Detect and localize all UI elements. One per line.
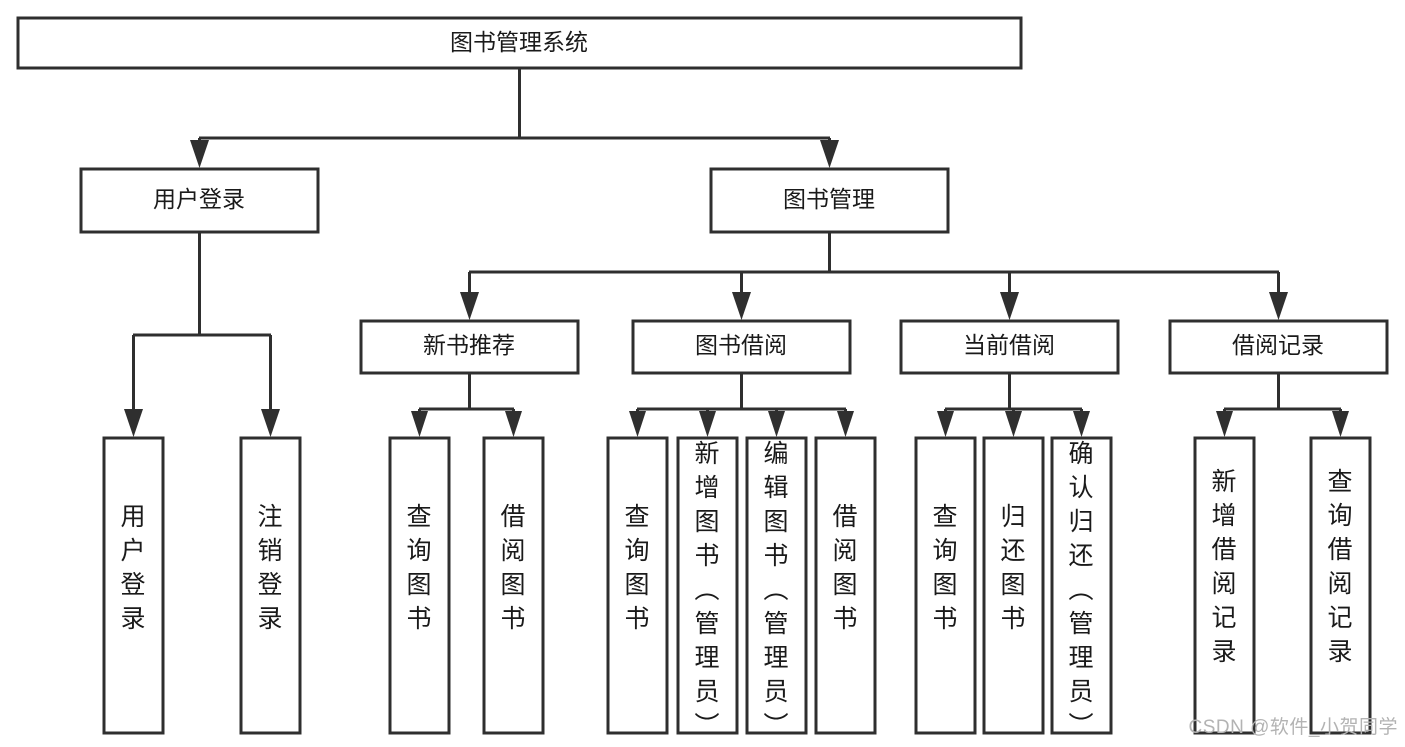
node-leaf-return-book-label: 归还图书 <box>1000 503 1025 633</box>
node-leaf-borrow-book-1[interactable]: 借阅图书 <box>482 436 545 735</box>
arrow-head-confirm-return <box>1073 411 1090 437</box>
arrow-head-current-borrow <box>1000 292 1019 320</box>
arrow-head-user-login <box>190 140 209 168</box>
node-new-book-recommend-label: 新书推荐 <box>423 332 515 358</box>
arrow-head-add-record <box>1216 411 1233 437</box>
arrow-head-query-book-3 <box>937 411 954 437</box>
node-leaf-add-book[interactable]: 新增图书︵管理员︶ <box>676 436 739 740</box>
node-book-management-box[interactable] <box>709 167 950 234</box>
node-new-book-recommend-box[interactable] <box>359 319 580 375</box>
arrow-head-leaf-user-login <box>124 409 143 437</box>
node-leaf-query-book-1-box[interactable] <box>388 436 451 735</box>
node-leaf-user-login[interactable]: 用户登录 <box>102 436 165 735</box>
node-leaf-user-logout-box[interactable] <box>239 436 302 735</box>
node-leaf-query-book-2[interactable]: 查询图书 <box>606 436 669 735</box>
node-leaf-add-record-box[interactable] <box>1193 436 1256 735</box>
node-leaf-borrow-book-1-box[interactable] <box>482 436 545 735</box>
node-leaf-borrow-book-2-label: 借阅图书 <box>832 503 857 633</box>
node-leaf-query-book-1-label: 查询图书 <box>406 503 431 633</box>
node-book-borrow[interactable]: 图书借阅 <box>631 319 852 375</box>
arrow-head-add-book <box>699 411 716 437</box>
connector-group-current-borrow-children <box>937 373 1090 437</box>
node-borrow-record[interactable]: 借阅记录 <box>1168 319 1389 375</box>
node-leaf-borrow-book-2[interactable]: 借阅图书 <box>814 436 877 735</box>
node-current-borrow-box[interactable] <box>899 319 1120 375</box>
node-user-login-box[interactable] <box>79 167 320 234</box>
node-leaf-add-book-label: 新增图书︵管理员︶ <box>694 440 719 740</box>
node-leaf-query-record-label: 查询借阅记录 <box>1327 468 1352 666</box>
csdn-watermark: CSDN @软件_小贺同学 <box>1189 716 1398 738</box>
node-leaf-user-logout[interactable]: 注销登录 <box>239 436 302 735</box>
node-root-system-box[interactable] <box>16 16 1023 70</box>
connector-group-book-borrow-children <box>629 373 854 437</box>
node-root-system[interactable]: 图书管理系统 <box>16 16 1023 70</box>
node-user-login-label: 用户登录 <box>153 186 245 212</box>
node-leaf-query-book-3-label: 查询图书 <box>932 503 957 633</box>
node-new-book-recommend[interactable]: 新书推荐 <box>359 319 580 375</box>
arrow-head-query-book-1 <box>411 411 428 437</box>
node-book-borrow-label: 图书借阅 <box>695 332 787 358</box>
node-leaf-borrow-book-2-box[interactable] <box>814 436 877 735</box>
arrow-head-borrow-record <box>1269 292 1288 320</box>
connector-group-borrow-record-children <box>1216 373 1349 437</box>
node-leaf-query-book-1[interactable]: 查询图书 <box>388 436 451 735</box>
node-leaf-confirm-return-label: 确认归还︵管理员︶ <box>1068 440 1093 740</box>
arrow-head-edit-book <box>768 411 785 437</box>
node-leaf-edit-book-box[interactable] <box>745 436 808 735</box>
node-leaf-edit-book[interactable]: 编辑图书︵管理员︶ <box>745 436 808 740</box>
arrow-head-borrow-book-1 <box>505 411 522 437</box>
node-leaf-query-book-3-box[interactable] <box>914 436 977 735</box>
arrow-head-borrow-book-2 <box>837 411 854 437</box>
node-leaf-query-book-2-box[interactable] <box>606 436 669 735</box>
arrow-head-book-management <box>820 140 839 168</box>
connector-group-user-login-children <box>124 232 280 437</box>
node-leaf-user-login-box[interactable] <box>102 436 165 735</box>
node-leaf-confirm-return[interactable]: 确认归还︵管理员︶ <box>1050 436 1113 740</box>
arrow-head-leaf-user-logout <box>261 409 280 437</box>
node-leaf-user-login-label: 用户登录 <box>120 503 145 633</box>
node-leaf-query-book-3[interactable]: 查询图书 <box>914 436 977 735</box>
arrow-head-new-book-recommend <box>460 292 479 320</box>
node-leaf-add-book-box[interactable] <box>676 436 739 735</box>
connector-group-root-to-level2 <box>190 69 839 168</box>
node-leaf-confirm-return-box[interactable] <box>1050 436 1113 735</box>
node-leaf-user-logout-label: 注销登录 <box>257 503 282 633</box>
node-leaf-return-book[interactable]: 归还图书 <box>982 436 1045 735</box>
node-leaf-add-record-label: 新增借阅记录 <box>1211 468 1236 666</box>
node-user-login[interactable]: 用户登录 <box>79 167 320 234</box>
connector-group-new-book-recommend-children <box>411 373 522 437</box>
node-leaf-add-record[interactable]: 新增借阅记录 <box>1193 436 1256 735</box>
node-book-borrow-box[interactable] <box>631 319 852 375</box>
node-root-system-label: 图书管理系统 <box>450 29 588 55</box>
node-book-management-label: 图书管理 <box>783 186 875 212</box>
arrow-head-query-record <box>1332 411 1349 437</box>
node-leaf-query-book-2-label: 查询图书 <box>624 503 649 633</box>
node-leaf-borrow-book-1-label: 借阅图书 <box>500 503 525 633</box>
arrow-head-return-book <box>1005 411 1022 437</box>
node-leaf-return-book-box[interactable] <box>982 436 1045 735</box>
node-borrow-record-box[interactable] <box>1168 319 1389 375</box>
connector-group-book-management-children <box>460 232 1288 320</box>
node-leaf-query-record-box[interactable] <box>1309 436 1372 735</box>
node-current-borrow-label: 当前借阅 <box>963 332 1055 358</box>
node-leaf-query-record[interactable]: 查询借阅记录 <box>1309 436 1372 735</box>
arrow-head-query-book-2 <box>629 411 646 437</box>
node-book-management[interactable]: 图书管理 <box>709 167 950 234</box>
node-leaf-edit-book-label: 编辑图书︵管理员︶ <box>763 440 788 740</box>
node-borrow-record-label: 借阅记录 <box>1232 332 1324 358</box>
arrow-head-book-borrow <box>732 292 751 320</box>
node-current-borrow[interactable]: 当前借阅 <box>899 319 1120 375</box>
